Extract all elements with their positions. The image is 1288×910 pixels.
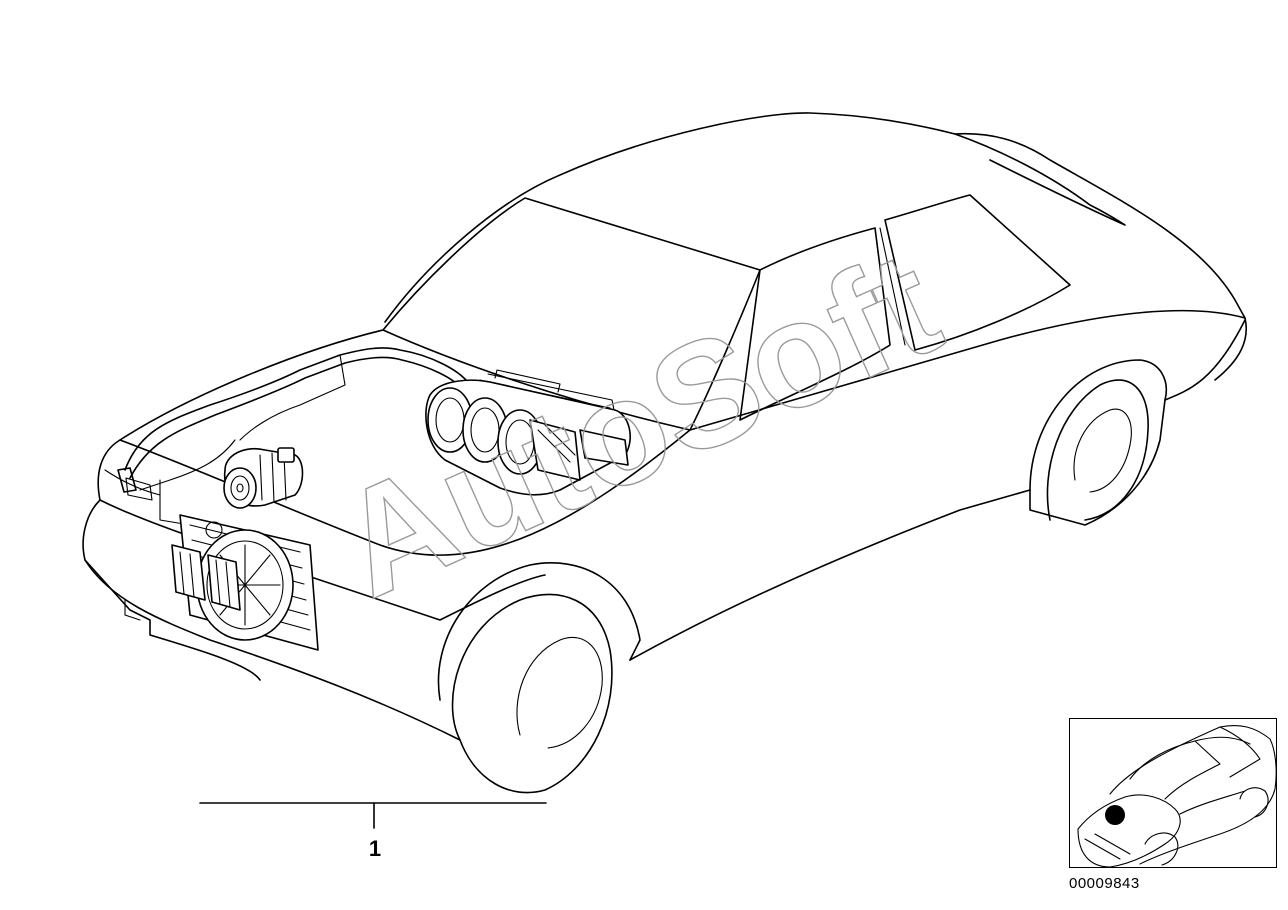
ac-lines (117, 347, 471, 526)
thumbnail-frame (1069, 718, 1277, 868)
ac-evaporator-housing (425, 369, 631, 496)
image-id-label: 00009843 (1069, 875, 1140, 892)
callout-leader-1 (199, 802, 547, 829)
location-dot-icon (1105, 805, 1125, 825)
callout-label-1: 1 (368, 836, 382, 861)
ac-condenser-fan (171, 514, 319, 651)
watermark: AutoSoft (315, 218, 962, 629)
car-locator-icon (1077, 724, 1277, 868)
ac-compressor (223, 447, 304, 509)
car-body-outline (82, 112, 1247, 794)
